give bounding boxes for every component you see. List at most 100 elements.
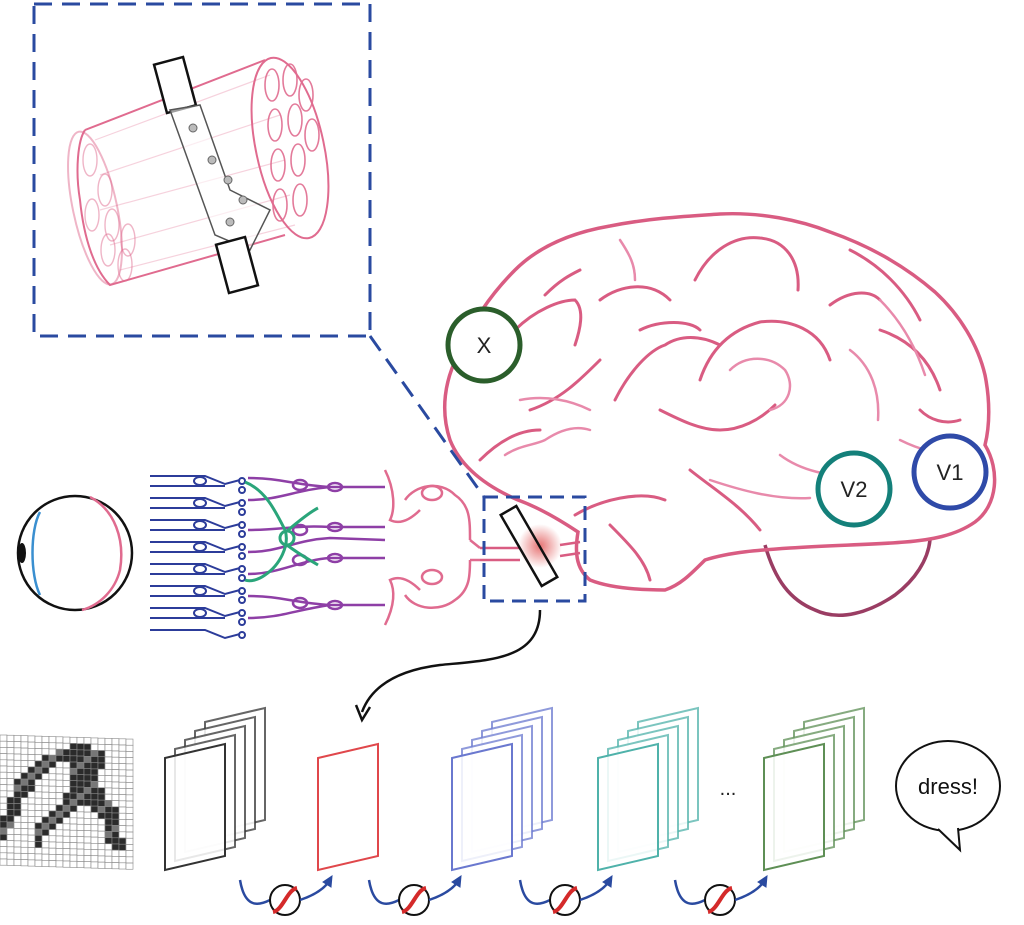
pixel [62, 854, 71, 862]
pixel [27, 760, 36, 768]
pixel [0, 852, 8, 860]
pixel [55, 829, 64, 837]
pixel [76, 780, 85, 788]
pixel [111, 763, 120, 770]
pixel [118, 825, 127, 833]
pixel [76, 749, 85, 757]
pixel [6, 741, 15, 748]
pixel [62, 798, 71, 806]
pixel [83, 855, 92, 862]
pixel [48, 773, 57, 781]
retina-circuit [150, 469, 481, 640]
pixel [62, 829, 71, 837]
pixel [97, 806, 106, 813]
region-x: X [445, 306, 523, 384]
pixel [83, 737, 92, 745]
arrow-in [518, 879, 551, 906]
pixel [97, 843, 106, 851]
pixel [104, 744, 113, 752]
amacrine-cell [244, 480, 319, 583]
pixel [125, 850, 134, 858]
arrow-head [757, 875, 768, 888]
pixel [69, 817, 78, 825]
pixel [69, 798, 78, 806]
pixel [27, 834, 36, 842]
pixel [48, 841, 57, 849]
pixel [118, 744, 127, 752]
pixel [20, 772, 29, 780]
pixel [83, 762, 92, 769]
pixel [76, 755, 85, 763]
pixel [90, 781, 99, 788]
pixel [83, 805, 92, 813]
pixel [0, 734, 8, 742]
pixel [13, 852, 22, 860]
pixel [0, 821, 8, 829]
pixel [125, 856, 134, 864]
pixel [83, 743, 92, 751]
pixel [97, 830, 106, 838]
pixel [90, 843, 99, 850]
pixel [118, 806, 127, 814]
pixel [97, 818, 106, 826]
pixel [48, 860, 57, 868]
sigmoid-curve [707, 886, 733, 914]
pixel [27, 822, 36, 830]
pixel [90, 824, 99, 832]
pixel [41, 767, 50, 774]
pixel [111, 794, 120, 801]
pixel [97, 744, 106, 751]
pixel [27, 791, 36, 799]
readout-arrow [354, 609, 542, 723]
pixel [55, 786, 64, 793]
optic-tract [480, 540, 581, 562]
nonlinearity-icon [673, 875, 768, 916]
pixel [90, 743, 99, 751]
zoom-connector [368, 335, 486, 498]
pixel [55, 761, 64, 769]
pixel [6, 765, 15, 773]
pixel [55, 860, 64, 868]
pixel [111, 825, 120, 832]
pixel [69, 792, 78, 800]
pixel [125, 813, 134, 820]
pixel [83, 749, 92, 757]
pixel [34, 804, 43, 811]
pixel [118, 800, 127, 808]
pixel [90, 836, 99, 844]
pixel [90, 805, 99, 813]
pixel [83, 786, 92, 794]
pixel [48, 736, 57, 744]
pixel [6, 734, 15, 742]
pixel [125, 757, 134, 765]
pixel [118, 763, 127, 771]
pixel [55, 835, 64, 843]
pixel [90, 737, 99, 745]
pixel [69, 854, 78, 862]
pixel [104, 849, 113, 857]
arrow-head [451, 875, 462, 888]
pixel [90, 774, 99, 782]
pixel [118, 819, 127, 826]
pixel [118, 856, 127, 864]
pixel [125, 831, 134, 839]
pixel [104, 800, 113, 807]
pixel [55, 823, 64, 831]
pixel [111, 843, 120, 851]
pixel [20, 797, 29, 805]
pixel [55, 742, 64, 750]
pixel [111, 775, 120, 783]
pixel [90, 756, 99, 764]
arrow-in [673, 879, 706, 906]
pixel [125, 775, 134, 783]
pixel [13, 840, 22, 848]
arrow-in [367, 879, 400, 906]
pixel [76, 761, 85, 769]
pixel [41, 798, 50, 805]
pixel [55, 810, 64, 818]
pixel [34, 742, 43, 749]
pixel [6, 772, 15, 779]
pixel [55, 804, 64, 812]
pixel [41, 841, 50, 849]
pixel [34, 760, 43, 768]
